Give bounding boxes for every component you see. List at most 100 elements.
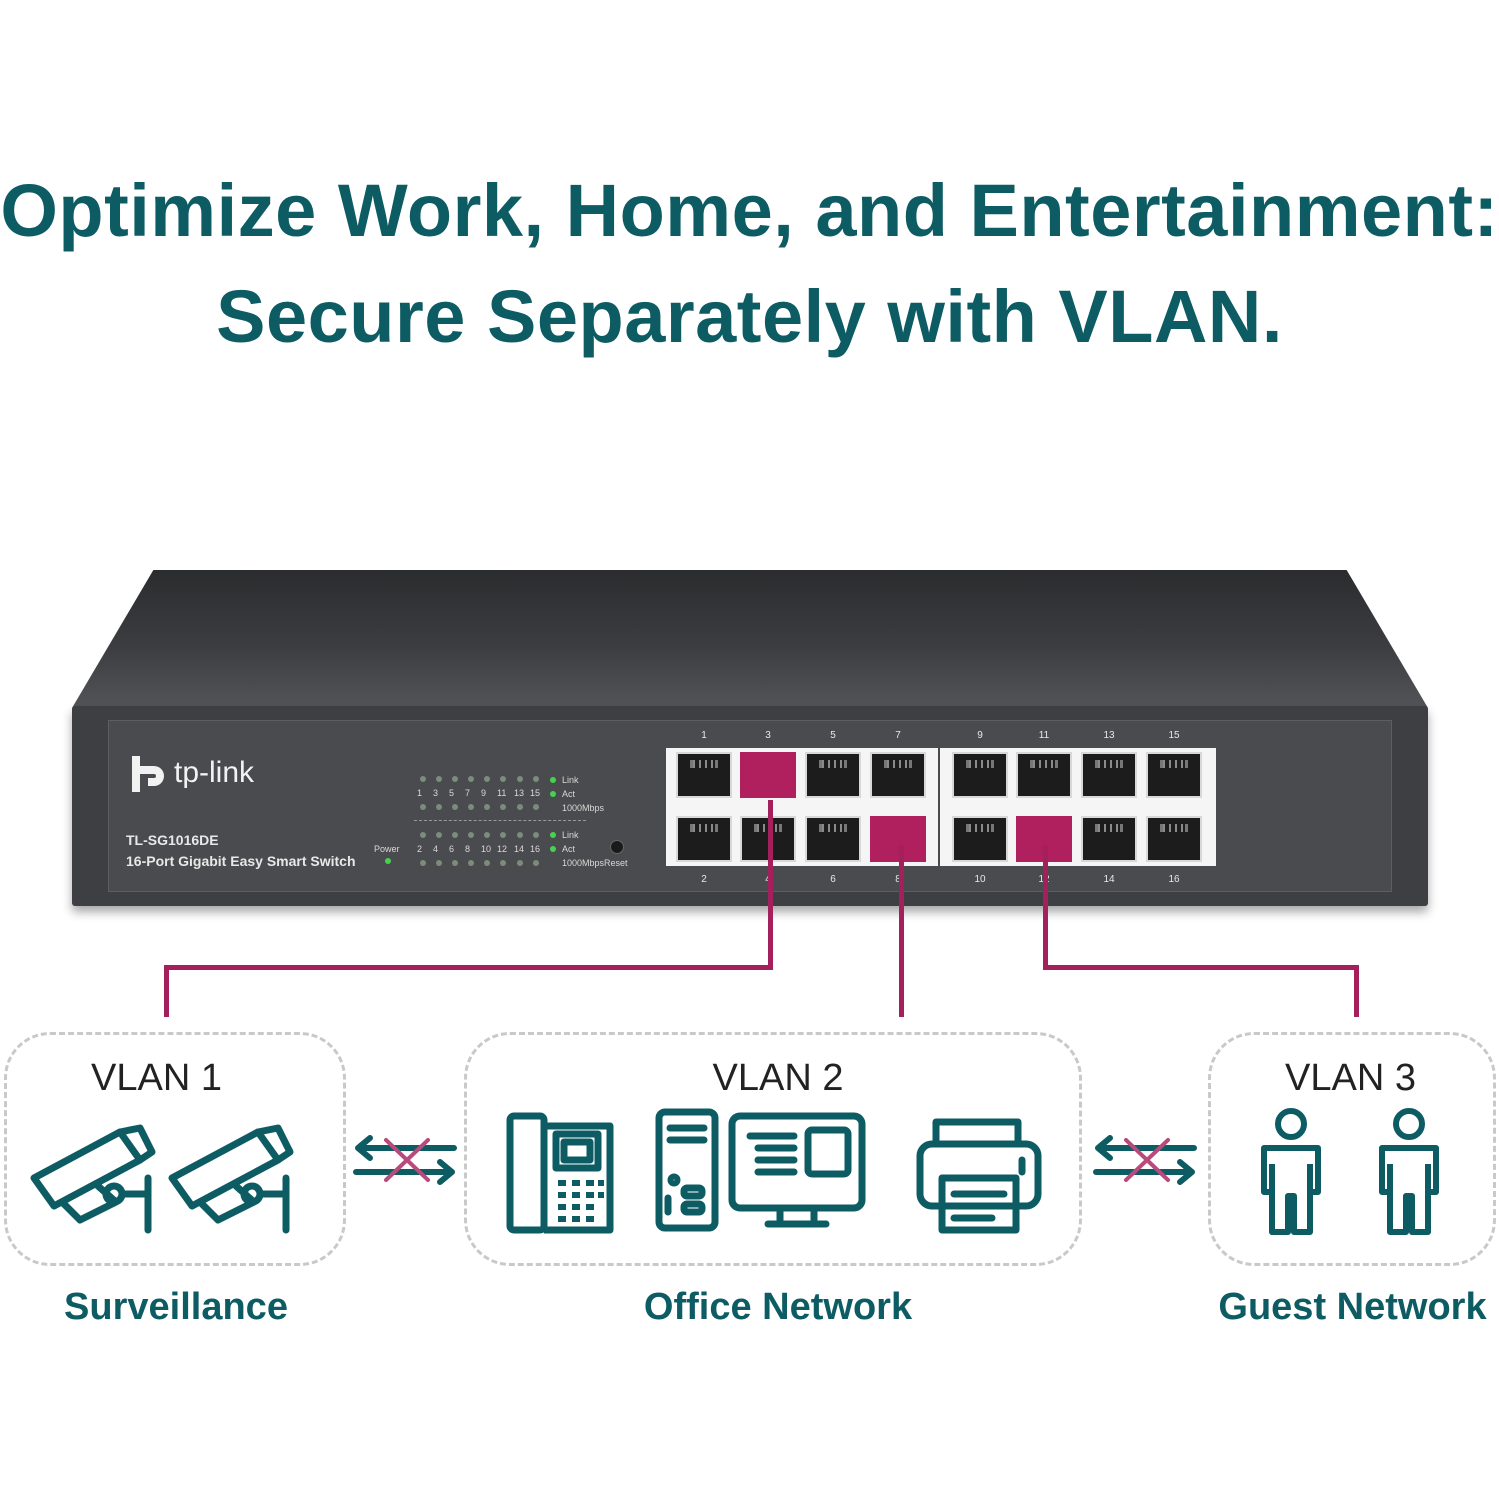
port-number-label: 1	[701, 730, 707, 741]
led-legend-indicator	[550, 832, 556, 838]
port-number-label: 5	[830, 730, 836, 741]
connector-vlan3-drop	[1354, 965, 1359, 1017]
connector-vlan1-drop	[164, 965, 169, 1017]
port-number-label: 10	[974, 874, 986, 885]
headline-line-2: Secure Separately with VLAN.	[216, 275, 1283, 358]
vlan1-group	[4, 1032, 346, 1266]
switch-top-cover	[72, 570, 1428, 708]
port-link-led	[484, 832, 490, 838]
port-link-led	[533, 776, 539, 782]
port-speed-led	[484, 804, 490, 810]
ethernet-port-2[interactable]	[676, 816, 732, 862]
ethernet-port-14[interactable]	[1081, 816, 1137, 862]
port-link-led	[452, 776, 458, 782]
ethernet-port-3[interactable]	[740, 752, 796, 798]
office-network-label: Office Network	[643, 1286, 913, 1328]
vlan2-group	[464, 1032, 1082, 1266]
ethernet-port-10[interactable]	[952, 816, 1008, 862]
port-speed-led	[484, 860, 490, 866]
led-number: 11	[497, 788, 507, 798]
led-legend-indicator	[550, 791, 556, 797]
led-number: 10	[481, 844, 492, 854]
led-number: 16	[530, 844, 541, 854]
led-number: 9	[481, 788, 487, 798]
port-number-label: 11	[1038, 730, 1050, 741]
port-link-led	[484, 776, 490, 782]
connector-port3-vertical	[768, 800, 773, 970]
switch-description: 16-Port Gigabit Easy Smart Switch	[126, 853, 356, 869]
headline-line-1: Optimize Work, Home, and Entertainment:	[0, 169, 1499, 252]
port-link-led	[468, 776, 474, 782]
person-icon	[1261, 1108, 1321, 1235]
led-number: 12	[497, 844, 508, 854]
ethernet-port-1[interactable]	[676, 752, 732, 798]
connector-vlan3-horizontal	[1043, 965, 1359, 970]
port-number-label: 14	[1103, 874, 1115, 885]
ethernet-port-6[interactable]	[805, 816, 861, 862]
port-speed-led	[517, 860, 523, 866]
port-link-led	[452, 832, 458, 838]
led-legend-label: Link	[562, 775, 579, 785]
connector-port12-vertical	[1043, 845, 1048, 970]
desktop-computer-icon	[655, 1108, 866, 1232]
vlan1-label: VLAN 1	[91, 1057, 222, 1099]
power-label: Power	[374, 844, 400, 854]
port-link-led	[500, 832, 506, 838]
ethernet-port-11[interactable]	[1016, 752, 1072, 798]
led-number: 7	[465, 788, 471, 798]
tp-link-mark-icon	[132, 756, 164, 792]
blocked-traffic-icon	[1093, 1135, 1197, 1185]
vlan2-label: VLAN 2	[712, 1057, 844, 1099]
ethernet-port-8[interactable]	[870, 816, 926, 862]
port-number-label: 3	[765, 730, 771, 741]
desk-phone-icon	[506, 1112, 614, 1234]
led-number: 13	[514, 788, 525, 798]
port-link-led	[500, 776, 506, 782]
ethernet-port-16[interactable]	[1146, 816, 1202, 862]
vlan3-label: VLAN 3	[1285, 1057, 1416, 1099]
brand-name: tp-link	[174, 756, 255, 789]
port-number-label: 2	[701, 874, 707, 885]
port-number-label: 16	[1168, 874, 1180, 885]
ethernet-port-9[interactable]	[952, 752, 1008, 798]
port-link-led	[533, 832, 539, 838]
port-number-label: 13	[1103, 730, 1115, 741]
connector-vlan1-horizontal	[164, 965, 773, 970]
reset-label: Reset	[604, 858, 628, 868]
led-legend-label: 1000Mbps	[562, 803, 605, 813]
ethernet-port-13[interactable]	[1081, 752, 1137, 798]
port-speed-led	[436, 804, 442, 810]
port-speed-led	[500, 860, 506, 866]
security-camera-icon	[30, 1124, 156, 1234]
led-legend-indicator	[550, 846, 556, 852]
guest-network-label: Guest Network	[1218, 1286, 1487, 1328]
ethernet-port-7[interactable]	[870, 752, 926, 798]
ethernet-port-15[interactable]	[1146, 752, 1202, 798]
led-number: 4	[433, 844, 439, 854]
port-number-label: 7	[895, 730, 901, 741]
reset-button[interactable]	[610, 840, 624, 854]
led-number: 1	[417, 788, 423, 798]
printer-icon	[916, 1118, 1042, 1234]
led-number: 6	[449, 844, 455, 854]
port-number-label: 15	[1168, 730, 1180, 741]
port-link-led	[436, 832, 442, 838]
led-legend-label: Act	[562, 789, 576, 799]
port-speed-led	[468, 860, 474, 866]
port-speed-led	[533, 804, 539, 810]
led-number: 15	[530, 788, 541, 798]
port-link-led	[517, 832, 523, 838]
port-link-led	[436, 776, 442, 782]
connector-vlan2	[899, 845, 904, 1017]
port-speed-led	[468, 804, 474, 810]
ethernet-port-5[interactable]	[805, 752, 861, 798]
led-number: 14	[514, 844, 525, 854]
port-number-label: 8	[895, 874, 901, 885]
port-link-led	[420, 776, 426, 782]
power-led	[385, 858, 391, 864]
led-legend-label: 1000Mbps	[562, 858, 605, 868]
led-number: 2	[417, 844, 423, 854]
port-speed-led	[500, 804, 506, 810]
vlan3-group	[1208, 1032, 1496, 1266]
led-number: 3	[433, 788, 439, 798]
